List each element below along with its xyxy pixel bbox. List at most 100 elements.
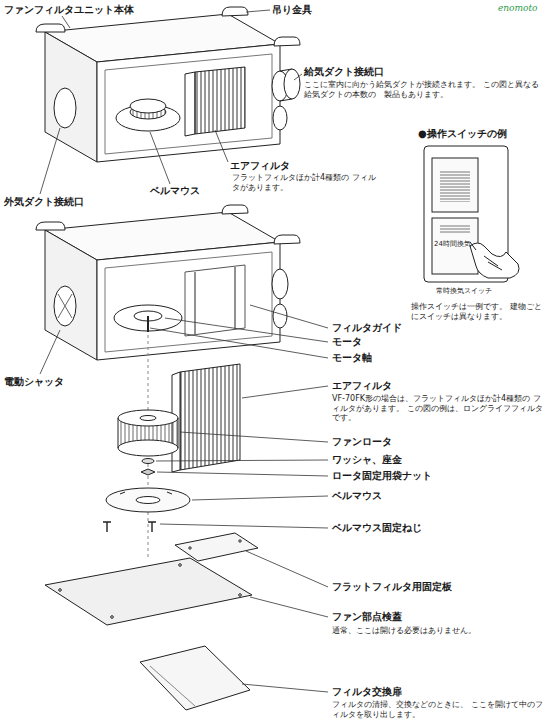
drawing-ellipse — [140, 416, 156, 421]
unit-body — [36, 7, 300, 162]
drawing-ellipse — [118, 410, 178, 426]
drawing-path — [274, 235, 300, 244]
part-name: エアフィルタ — [332, 380, 482, 392]
drawing-ellipse — [272, 269, 288, 299]
drawing-ellipse — [284, 69, 300, 99]
drawing-polygon — [45, 558, 252, 625]
part-name: フィルタ交換扉 — [332, 686, 482, 698]
drawing-path — [192, 496, 328, 500]
drawing-polygon — [185, 72, 195, 136]
switch-plate — [424, 146, 519, 282]
drawing-path — [58, 294, 72, 318]
part-name: 給気ダクト接続口 — [304, 66, 454, 78]
watermark: enomoto — [498, 3, 548, 14]
drawing-ellipse — [273, 106, 287, 130]
part-name: 外気ダクト接続口 — [4, 196, 134, 208]
drawing-polygon — [45, 32, 97, 162]
drawing-rect — [432, 158, 478, 212]
drawing-path — [274, 37, 300, 46]
part-name: ベルマウス — [332, 490, 482, 502]
part-name: フラットフィルタ用固定板 — [332, 581, 532, 593]
drawing-ellipse — [114, 305, 182, 331]
drawing-path — [40, 128, 60, 194]
drawing-polygon — [105, 54, 272, 154]
drawing-ellipse — [136, 497, 160, 504]
part-note: ここに室内に向かう給気ダクトが接続されます。 この図と異なる給気ダクトの本数の … — [304, 80, 544, 99]
part-name: ベルマウス — [150, 185, 240, 197]
unit-body-exploded — [36, 205, 300, 360]
drawing-path — [62, 16, 70, 28]
drawing-path — [242, 386, 328, 398]
drawing-ellipse — [106, 488, 190, 512]
section-heading: ●操作スイッチの例 — [418, 128, 548, 140]
drawing-polygon — [45, 230, 97, 360]
part-note: フラットフィルタほか計4種類の フィルタがあります。 — [232, 173, 382, 192]
drawing-ellipse — [142, 459, 154, 464]
switch-caption: 常時換気スイッチ — [436, 287, 546, 295]
drawing-circle — [59, 589, 62, 592]
leader-lines — [40, 10, 328, 692]
drawing-circle — [239, 540, 241, 542]
drawing-path — [246, 10, 270, 12]
drawing-path — [294, 74, 302, 80]
drawing-path — [36, 222, 65, 230]
drawing-path — [470, 242, 502, 270]
drawing-ellipse — [273, 304, 287, 328]
drawing-path — [103, 522, 156, 532]
part-name: 電動シャッタ — [4, 376, 104, 388]
drawing-path — [165, 318, 328, 342]
part-name: モータ軸 — [332, 352, 482, 364]
drawing-path — [150, 132, 170, 184]
drawing-path — [222, 205, 248, 214]
drawing-path — [250, 597, 328, 617]
drawing-polygon — [140, 646, 250, 710]
drawing-path — [156, 460, 328, 461]
part-note: フィルタの清掃、交換などのときに、 ここを開けて中のフィルタを取り出します。 — [332, 700, 546, 719]
drawing-path — [36, 24, 65, 32]
drawing-line — [150, 666, 195, 706]
drawing-path — [470, 243, 519, 278]
part-name: ロータ固定用袋ナット — [332, 470, 502, 482]
part-name: 吊り金具 — [272, 4, 352, 16]
drawing-polygon — [97, 242, 280, 360]
drawing-path — [242, 684, 328, 692]
drawing-rect — [440, 224, 470, 234]
drawing-path — [160, 524, 328, 528]
drawing-path — [250, 305, 328, 328]
drawing-path — [246, 551, 328, 587]
part-name: ファンロータ — [332, 436, 482, 448]
drawing-ellipse — [54, 88, 76, 128]
drawing-polygon — [105, 252, 272, 352]
part-name: ファンフィルタユニット本体 — [4, 4, 204, 16]
drawing-line — [147, 316, 149, 332]
part-name: モータ — [332, 336, 482, 348]
drawing-path — [118, 418, 178, 448]
drawing-g — [36, 7, 519, 710]
exploded-parts — [45, 335, 258, 710]
drawing-path — [180, 432, 328, 442]
drawing-path — [120, 492, 172, 494]
drawing-path — [215, 130, 228, 162]
part-name: ファン部点検蓋 — [332, 611, 482, 623]
drawing-path — [195, 267, 235, 334]
drawing-polygon — [195, 67, 245, 134]
part-note: VF-70FK形の場合は、フラットフィルタほか計4種類の フィルタがあります。 … — [332, 394, 546, 423]
drawing-circle — [239, 594, 242, 597]
switch-label: 24時間換気 — [434, 240, 478, 248]
drawing-path — [150, 328, 328, 358]
drawing-ellipse — [54, 286, 76, 326]
part-name: エアフィルタ — [230, 160, 350, 172]
drawing-ellipse — [118, 440, 178, 456]
drawing-path — [40, 330, 60, 374]
drawing-path — [141, 469, 155, 475]
part-name: ベルマウス固定ねじ — [332, 522, 502, 534]
drawing-circle — [189, 547, 191, 549]
drawing-polygon — [97, 44, 280, 162]
part-name: ワッシャ、座金 — [332, 454, 482, 466]
part-note: 通常、ここは開ける必要はありません。 — [332, 626, 546, 636]
drawing-polygon — [180, 364, 240, 470]
drawing-path — [157, 472, 328, 476]
drawing-ellipse — [130, 99, 166, 113]
